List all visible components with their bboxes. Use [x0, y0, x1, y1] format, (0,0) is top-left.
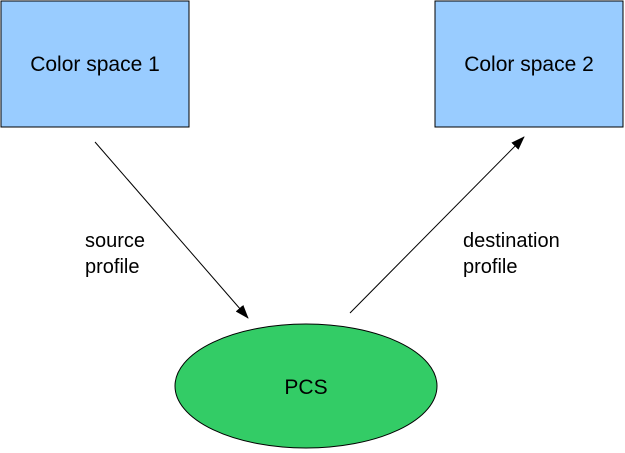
pcs-ellipse [174, 323, 438, 449]
pcs-node: PCS [174, 323, 438, 449]
destination-profile-label: destination profile [463, 230, 565, 278]
source-profile-arrow [94, 141, 249, 319]
color-space-1-label: Color space 1 [30, 53, 160, 76]
color-space-2-node: Color space 2 [434, 0, 624, 128]
source-profile-label-line-1: source [85, 230, 145, 252]
color-space-2-box [434, 0, 624, 128]
source-profile-label: source profile [85, 230, 151, 278]
color-space-1-node: Color space 1 [0, 0, 190, 128]
destination-profile-arrow [349, 136, 525, 314]
source-profile-label-line-2: profile [85, 256, 139, 278]
color-space-2-label: Color space 2 [464, 53, 594, 76]
destination-profile-label-line-1: destination [463, 230, 560, 252]
destination-profile-label-line-2: profile [463, 256, 517, 278]
color-space-1-box [0, 0, 190, 128]
pcs-label: PCS [284, 376, 327, 399]
